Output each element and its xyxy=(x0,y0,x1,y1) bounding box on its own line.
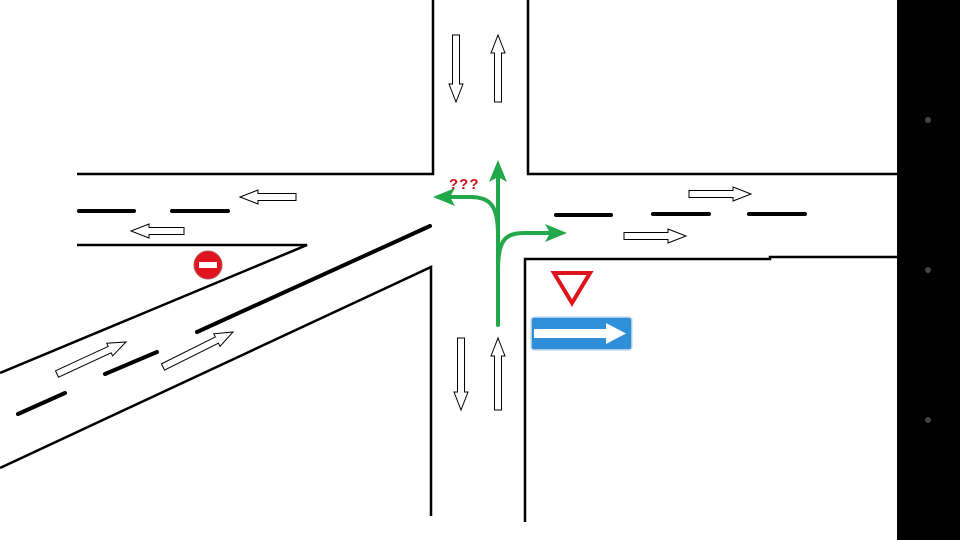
lane-direction-arrow-icon xyxy=(623,228,688,244)
road-edges xyxy=(0,0,897,522)
road-edge-se xyxy=(523,255,897,522)
lane-direction-arrow-icon xyxy=(490,336,506,411)
route-arrowheads xyxy=(433,160,567,242)
yield-sign-icon xyxy=(550,271,594,307)
lane-direction-arrow-icon xyxy=(129,223,185,239)
intersection-svg xyxy=(0,0,897,522)
center-line-diagonal xyxy=(195,224,432,334)
no-entry-sign-icon xyxy=(193,250,223,280)
back-button[interactable] xyxy=(925,117,931,123)
lane-direction-arrow-icon xyxy=(448,34,464,104)
arrowhead-left-icon xyxy=(433,188,455,206)
arrowhead-up-icon xyxy=(489,160,507,182)
route-arrows xyxy=(445,173,555,327)
lane-markings xyxy=(16,209,807,416)
android-nav-bar xyxy=(897,0,960,540)
arrowhead-right-icon xyxy=(545,224,567,242)
lane-direction-arrow-icon xyxy=(160,331,235,371)
lane-direction-arrow-icon xyxy=(238,189,297,205)
home-button[interactable] xyxy=(925,267,931,273)
route-left xyxy=(445,195,500,237)
lane-direction-arrow-icon xyxy=(688,186,753,202)
one-way-sign-icon xyxy=(530,316,633,351)
road-edge-w xyxy=(0,243,308,375)
lane-arrows xyxy=(54,33,753,412)
road-edge-nw xyxy=(77,0,435,176)
lane-direction-arrow-icon xyxy=(453,337,469,412)
road-edge-ne xyxy=(526,0,897,176)
recent-apps-button[interactable] xyxy=(925,417,931,423)
lane-dash xyxy=(103,350,159,376)
lane-direction-arrow-icon xyxy=(54,341,128,378)
route-right xyxy=(496,231,555,272)
lane-direction-arrow-icon xyxy=(490,33,506,103)
road-edge-sw xyxy=(0,265,433,516)
question-label: ??? xyxy=(449,176,480,193)
lane-dash xyxy=(16,391,67,416)
